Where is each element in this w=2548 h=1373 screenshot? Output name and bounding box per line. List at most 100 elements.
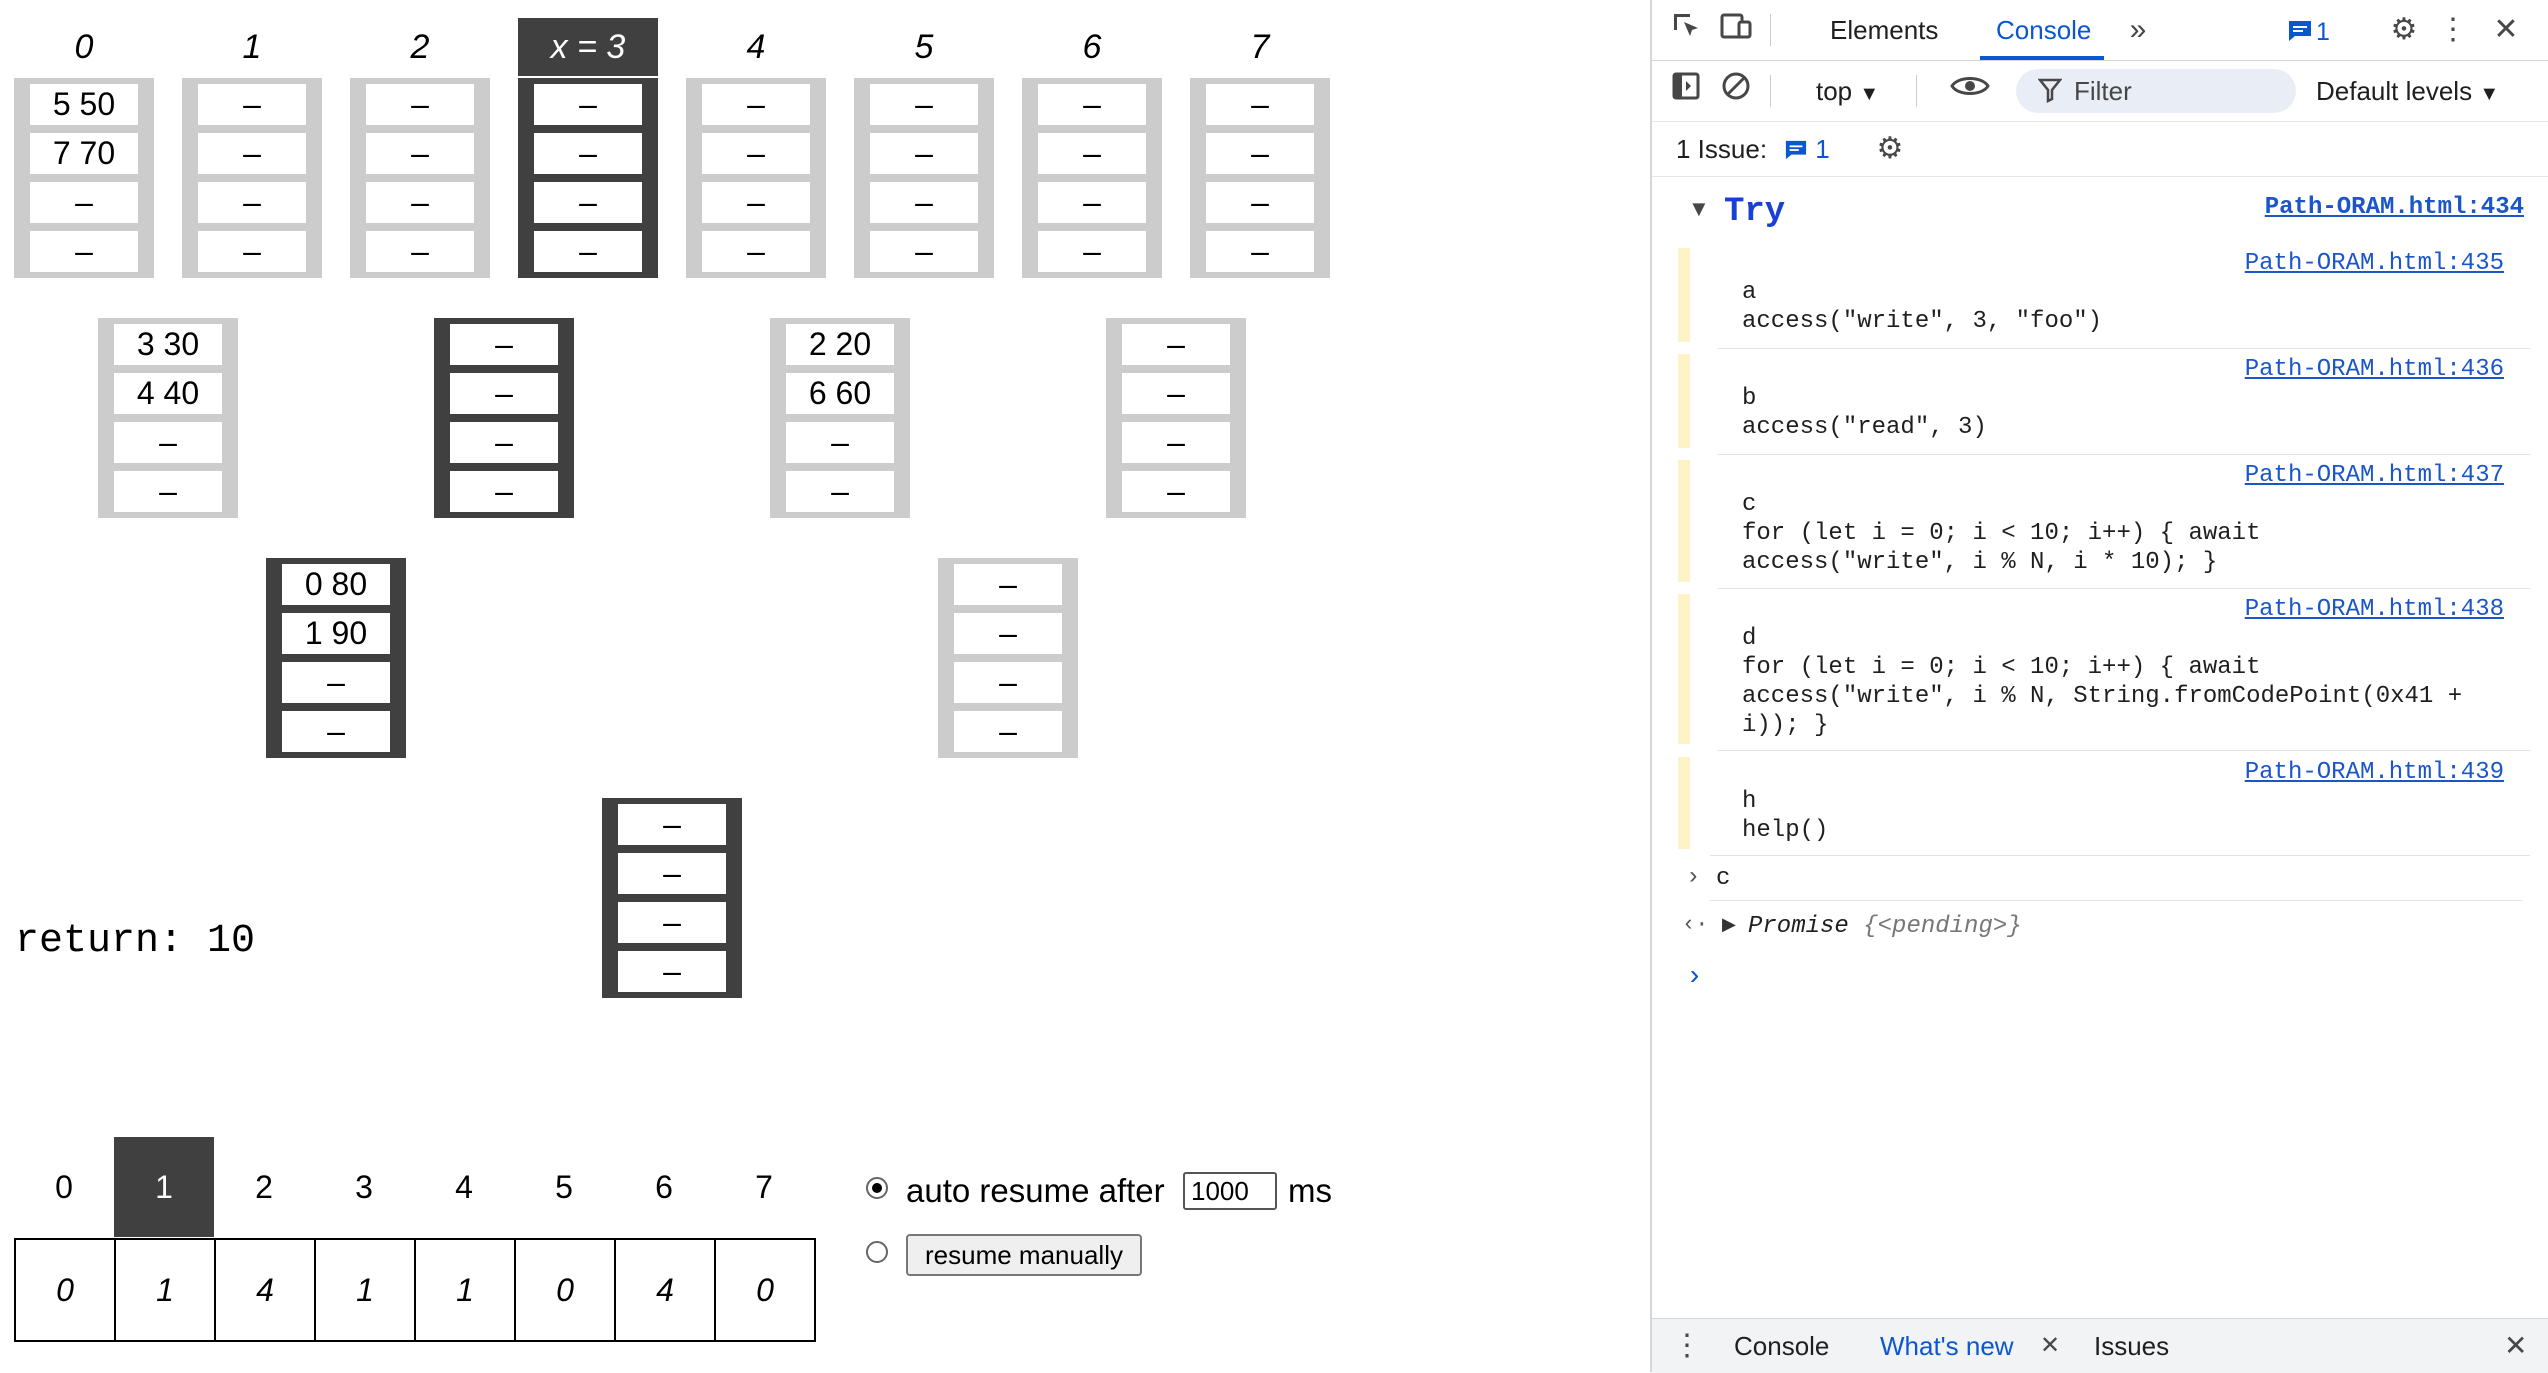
sidebar-toggle-icon[interactable] bbox=[1666, 71, 1706, 112]
entry-text-line: access("write", i % N, i * 10); } bbox=[1742, 549, 2218, 576]
issue-message-icon bbox=[1785, 140, 1807, 160]
clear-console-icon[interactable] bbox=[1716, 71, 1756, 112]
bucket-slot: – bbox=[702, 231, 810, 272]
settings-gear-icon[interactable]: ⚙ bbox=[2390, 13, 2418, 46]
position-map-index-1: 1 bbox=[114, 1137, 214, 1237]
bucket-level0-6: –––– bbox=[1022, 78, 1162, 278]
issues-badge-icon[interactable] bbox=[2282, 14, 2318, 54]
bucket-slot: – bbox=[618, 804, 726, 845]
bucket-level0-4: – – – – bbox=[686, 78, 826, 278]
bucket-slot: – bbox=[198, 231, 306, 272]
bucket-slot: 6 60 bbox=[786, 373, 894, 414]
leaf-label-2: 2 bbox=[410, 28, 430, 66]
bucket-slot: – bbox=[1038, 84, 1146, 125]
bucket-slot: – bbox=[618, 902, 726, 943]
filter-input[interactable]: Filter bbox=[2016, 69, 2296, 113]
bucket-slot: – bbox=[1038, 133, 1146, 174]
filter-funnel-icon bbox=[2037, 77, 2063, 108]
bucket-slot: – bbox=[954, 711, 1062, 752]
entry-source-link[interactable]: Path-ORAM.html:437 bbox=[2244, 462, 2504, 489]
position-map-index-6: 6 bbox=[655, 1169, 673, 1205]
bucket-slot: – bbox=[1206, 231, 1314, 272]
result-expand-triangle-icon[interactable]: ▶ bbox=[1722, 914, 1736, 934]
position-map-cell-6: 4 bbox=[614, 1238, 716, 1342]
inspect-element-icon[interactable] bbox=[1666, 10, 1706, 53]
promise-word: Promise bbox=[1748, 913, 1849, 940]
issues-label: 1 Issue: bbox=[1676, 134, 1768, 164]
issues-link[interactable]: 1 bbox=[1784, 122, 1830, 176]
position-map-index-0: 0 bbox=[55, 1169, 73, 1205]
bucket-slot: – bbox=[702, 84, 810, 125]
bucket-slot: – bbox=[1206, 84, 1314, 125]
bucket-slot: – bbox=[450, 471, 558, 512]
bucket-slot: – bbox=[618, 951, 726, 992]
bucket-slot: – bbox=[450, 422, 558, 463]
console-prompt-icon[interactable]: › bbox=[1686, 962, 1703, 993]
drawer-tab-whats-new[interactable]: What's new bbox=[1880, 1331, 2014, 1361]
bucket-slot: 5 50 bbox=[30, 84, 138, 125]
bucket-slot: – bbox=[1122, 471, 1230, 512]
more-options-icon[interactable]: ⋮ bbox=[2438, 13, 2468, 46]
return-value: return: 10 bbox=[15, 919, 256, 964]
bucket-slot: – bbox=[618, 853, 726, 894]
entry-text-line: help() bbox=[1742, 817, 1829, 844]
close-devtools-icon[interactable]: ✕ bbox=[2493, 13, 2519, 46]
position-map-cell-0: 0 bbox=[14, 1238, 116, 1342]
position-map-index-2: 2 bbox=[255, 1169, 273, 1205]
promise-result[interactable]: Promise {<pending>} bbox=[1748, 912, 2022, 942]
resume-manually-radio[interactable] bbox=[866, 1241, 888, 1263]
group-source-link[interactable]: Path-ORAM.html:434 bbox=[2264, 194, 2524, 221]
entry-source-link[interactable]: Path-ORAM.html:435 bbox=[2244, 250, 2504, 277]
more-tabs-icon[interactable]: » bbox=[2129, 13, 2147, 46]
entry-source-link[interactable]: Path-ORAM.html:439 bbox=[2244, 759, 2504, 786]
resume-manually-button[interactable]: resume manually bbox=[906, 1234, 1142, 1276]
log-levels-dropdown[interactable]: Default levels ▼ bbox=[2316, 71, 2499, 114]
issues-badge-count: 1 bbox=[2316, 18, 2330, 46]
context-selector[interactable]: top ▼ bbox=[1816, 71, 1879, 114]
drawer-menu-icon[interactable]: ⋮ bbox=[1672, 1329, 1702, 1362]
bucket-level0-3: –––– bbox=[518, 78, 658, 278]
entry-source-link[interactable]: Path-ORAM.html:436 bbox=[2244, 356, 2504, 383]
leaf-label-5: 5 bbox=[914, 28, 934, 66]
bucket-slot: – bbox=[450, 373, 558, 414]
toolbar-divider bbox=[1916, 75, 1917, 107]
bucket-slot: – bbox=[114, 422, 222, 463]
filter-placeholder: Filter bbox=[2074, 76, 2132, 106]
group-expanded-triangle-icon[interactable]: ▼ bbox=[1688, 196, 1710, 221]
bucket-slot: – bbox=[534, 133, 642, 174]
close-whats-new-icon[interactable]: ✕ bbox=[2040, 1332, 2061, 1359]
auto-resume-radio[interactable] bbox=[866, 1177, 888, 1199]
entry-source-link[interactable]: Path-ORAM.html:438 bbox=[2244, 596, 2504, 623]
bucket-slot: – bbox=[1206, 182, 1314, 223]
auto-resume-label: auto resume after bbox=[906, 1172, 1165, 1209]
drawer-tab-issues[interactable]: Issues bbox=[2094, 1331, 2170, 1361]
tab-elements[interactable]: Elements bbox=[1830, 15, 1939, 45]
entry-text-line: for (let i = 0; i < 10; i++) { await bbox=[1742, 520, 2261, 547]
position-map-cell-2: 4 bbox=[214, 1238, 316, 1342]
devtools-drawer-bar: ⋮ Console What's new ✕ Issues ✕ bbox=[1652, 1318, 2548, 1373]
leaf-label-1: 1 bbox=[242, 28, 262, 66]
tab-console[interactable]: Console bbox=[1996, 15, 2092, 45]
bucket-slot: 3 30 bbox=[114, 324, 222, 365]
bucket-slot: – bbox=[534, 182, 642, 223]
console-settings-gear-icon[interactable]: ⚙ bbox=[1876, 132, 1904, 165]
drawer-tab-console[interactable]: Console bbox=[1734, 1331, 1830, 1361]
input-chevron-icon: › bbox=[1686, 864, 1701, 891]
leaf-label-4: 4 bbox=[746, 28, 766, 66]
bucket-slot: – bbox=[870, 231, 978, 272]
bucket-slot: 4 40 bbox=[114, 373, 222, 414]
live-expression-eye-icon[interactable] bbox=[1946, 71, 1994, 112]
entry-text-line: i)); } bbox=[1742, 712, 1829, 739]
bucket-slot: – bbox=[534, 84, 642, 125]
bucket-slot: – bbox=[198, 84, 306, 125]
toolbar-divider bbox=[1770, 14, 1771, 46]
close-drawer-icon[interactable]: ✕ bbox=[2504, 1330, 2528, 1361]
device-toolbar-icon[interactable] bbox=[1716, 10, 1756, 53]
resume-delay-input[interactable] bbox=[1183, 1172, 1277, 1210]
bucket-slot: – bbox=[702, 182, 810, 223]
bucket-slot: – bbox=[702, 133, 810, 174]
bucket-slot: – bbox=[870, 133, 978, 174]
